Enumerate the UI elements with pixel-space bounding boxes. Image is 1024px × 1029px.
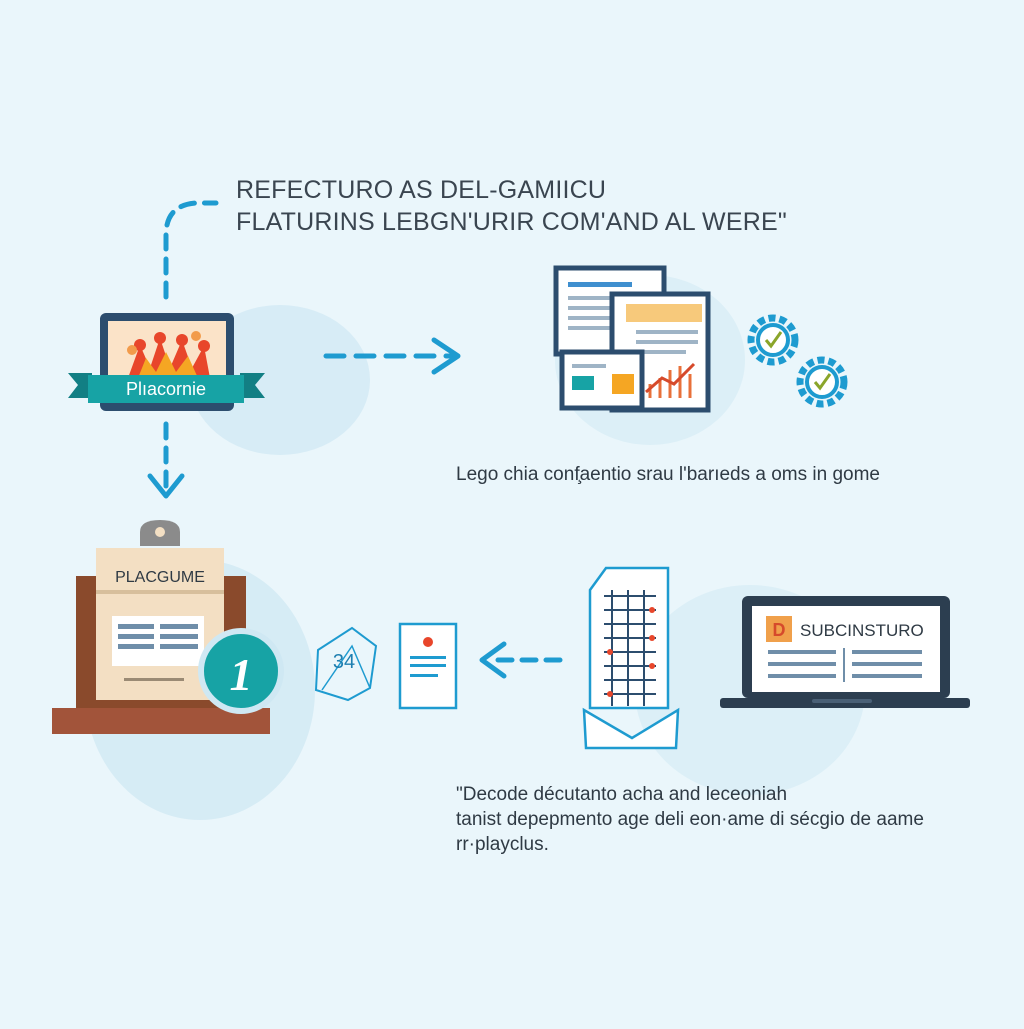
- top-screen-label: Plıacornie: [126, 379, 206, 399]
- card-number: 34: [333, 651, 355, 673]
- game-screen-icon: Plıacornie: [68, 313, 265, 411]
- arrow-left: [479, 641, 563, 679]
- documents-icon: [553, 265, 711, 413]
- arrow-right: [323, 337, 461, 375]
- caption-bottom-line-1: "Decode décutanto acha and leceoniah: [456, 784, 788, 805]
- diagram-heading: REFECTURO AS DEL-GAMIICU FLATURINS LEBGN…: [236, 174, 787, 238]
- caption-bottom-line-2: tanist depepmento age deli eon·ame di sé…: [456, 809, 924, 830]
- laptop-logo-letter: D: [773, 620, 786, 640]
- caption-middle: Lego chia conf̧aentio srau l'barıeds a o…: [456, 464, 880, 485]
- heading-line-1: REFECTURO AS DEL-GAMIICU: [236, 176, 607, 204]
- server-tower-icon: [582, 566, 680, 750]
- caption-bottom-line-3: rr·playclus.: [456, 834, 549, 855]
- crown-icon: [127, 331, 210, 378]
- bg-blob: [190, 305, 370, 455]
- laptop-title: SUBCINSTURO: [800, 621, 924, 640]
- connector-up: [163, 200, 219, 300]
- laptop-icon: D SUBCINSTURO: [720, 596, 970, 708]
- badge-number: 1: [230, 649, 253, 700]
- caption-bottom: "Decode décutanto acha and leceoniah tan…: [456, 782, 924, 857]
- gear-icon: [796, 356, 848, 408]
- document-icon: [398, 622, 458, 710]
- clipboard-label: PLACGUME: [115, 569, 205, 586]
- puzzle-card-icon: 34: [314, 626, 378, 702]
- heading-line-2: FLATURINS LEBGN'URIR COM'AND AL WERE": [236, 208, 787, 236]
- gear-icon: [747, 314, 799, 366]
- number-badge: 1: [198, 628, 284, 714]
- arrow-down: [147, 421, 185, 499]
